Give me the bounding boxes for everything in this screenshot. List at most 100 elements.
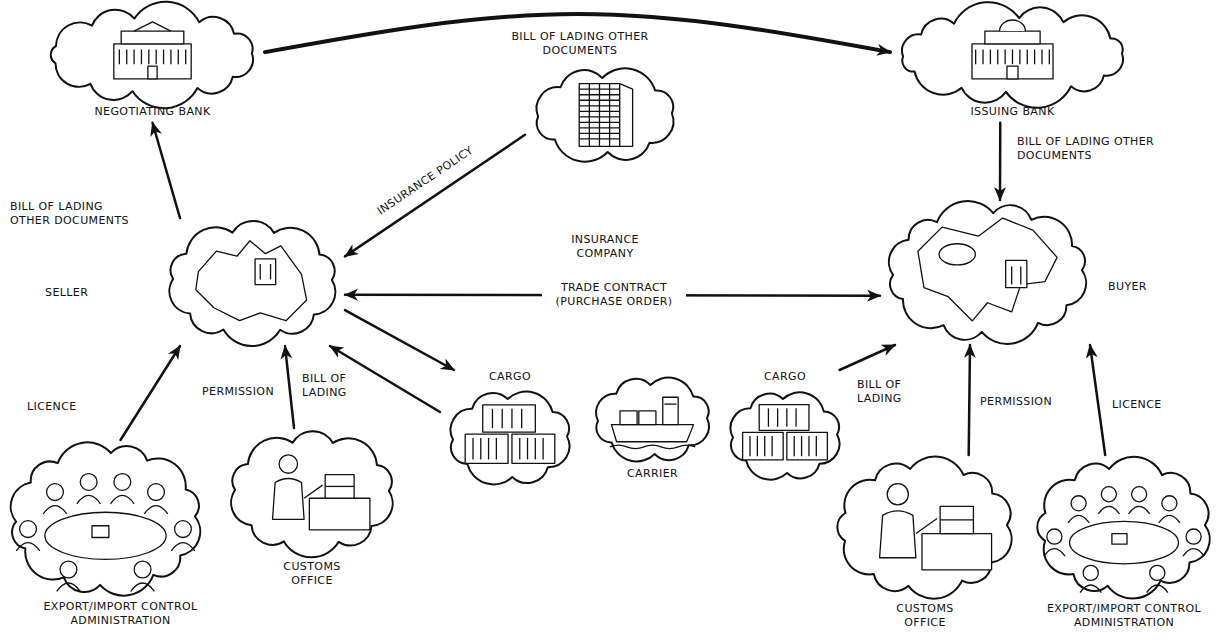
cloud-shape — [731, 392, 840, 479]
person-shoulders — [144, 506, 168, 514]
flow-arrow — [121, 346, 181, 440]
building-column — [133, 49, 134, 64]
building-door — [1007, 66, 1018, 79]
building-column — [126, 49, 127, 64]
cloud-node: BUYER — [880, 200, 1180, 345]
illustration — [880, 484, 992, 570]
illustration — [465, 405, 555, 463]
node-label: EXPORT/IMPORT CONTROL ADMINISTRATION — [3, 600, 238, 628]
cloud-outline — [720, 386, 850, 486]
node-label: BUYER — [1108, 280, 1178, 294]
container-rib — [777, 408, 778, 426]
cloud-node: CUSTOMS OFFICE — [222, 428, 402, 592]
cloud-outline — [440, 386, 580, 490]
person-head — [175, 521, 192, 538]
node-label: EXPORT/IMPORT CONTROL ADMINISTRATION — [1030, 602, 1218, 630]
flow-arrow — [999, 123, 1002, 200]
customs-desk — [922, 534, 992, 570]
person-shoulders — [1044, 549, 1065, 557]
edge-label: BILL OF LADING — [855, 378, 917, 406]
window-line — [260, 264, 261, 279]
meeting-table — [45, 512, 166, 559]
cloud-shape — [169, 221, 335, 346]
building-column — [185, 49, 186, 64]
illustration — [1044, 487, 1204, 593]
container-rib — [535, 438, 536, 459]
person-head — [114, 474, 131, 491]
node-label: ISSUING BANK — [890, 105, 1135, 119]
cloud-outline — [1030, 455, 1218, 600]
office-building — [1006, 260, 1027, 287]
cloud-node: CARGO — [720, 370, 850, 486]
cloud-outline — [830, 455, 1020, 600]
office-front — [579, 84, 620, 147]
cloud-outline — [3, 440, 208, 598]
cloud-outline — [890, 5, 1135, 105]
building-column — [982, 49, 983, 64]
flow-arrow — [840, 345, 895, 370]
container-rib — [480, 438, 481, 459]
cloud-shape — [837, 457, 1011, 599]
cloud-outline — [40, 5, 265, 105]
cargo-container — [759, 405, 809, 431]
office-building — [255, 259, 276, 285]
person-shoulders — [43, 506, 67, 514]
illustration — [273, 455, 370, 530]
container-rib — [816, 436, 817, 456]
building-body — [972, 44, 1053, 79]
building-column — [975, 49, 976, 64]
cloud-shape — [1037, 457, 1209, 599]
cloud-node: ISSUING BANK — [890, 5, 1135, 123]
person-head — [1071, 496, 1086, 511]
flow-arrow — [1090, 345, 1105, 455]
cloud-shape — [11, 442, 200, 595]
window-line — [1020, 266, 1021, 284]
building-column — [1049, 49, 1050, 64]
cloud-outline — [880, 200, 1095, 345]
cargo-container — [512, 434, 555, 463]
cloud-shape — [231, 431, 392, 557]
person-head — [134, 561, 151, 578]
person-head — [1162, 496, 1177, 511]
flow-arrow — [345, 135, 525, 257]
edge-label: BILL OF LADING — [300, 372, 362, 400]
container-rib — [488, 438, 489, 459]
container-rib — [768, 408, 769, 426]
table-paper — [1112, 534, 1127, 545]
office-window-line — [589, 84, 590, 147]
cloud-node: CUSTOMS OFFICE — [830, 455, 1020, 634]
person-head — [47, 484, 64, 501]
edge-label: BILL OF LADING OTHER DOCUMENTS — [8, 200, 137, 228]
illustration — [579, 84, 632, 147]
person-shoulders — [77, 495, 101, 503]
parcel-box — [325, 475, 354, 499]
office-window-line — [609, 84, 610, 147]
node-label: CARGO — [470, 370, 550, 384]
container-rib — [542, 438, 543, 459]
building-pediment — [134, 22, 171, 31]
container-rib — [771, 436, 772, 456]
cloud-outline — [525, 65, 685, 165]
cloud-shape — [902, 2, 1123, 108]
building-dome — [1000, 20, 1026, 31]
person-head — [20, 521, 37, 538]
cloud-node: CARGO — [440, 370, 580, 490]
edge-label: LICENCE — [25, 400, 99, 414]
building-column — [997, 49, 998, 64]
cargo-container — [465, 434, 508, 463]
container-rib — [757, 436, 758, 456]
window-line — [270, 264, 271, 279]
officer-body — [880, 511, 916, 558]
person-head — [1083, 565, 1098, 580]
node-label: CARGO — [745, 370, 825, 384]
cloud-outline — [222, 428, 402, 558]
container-rib — [795, 408, 796, 426]
container-rib — [521, 409, 522, 428]
water-line — [610, 445, 696, 448]
bridge-window — [664, 403, 676, 404]
cloud-shape — [51, 2, 253, 108]
person-shoulders — [1068, 515, 1089, 523]
